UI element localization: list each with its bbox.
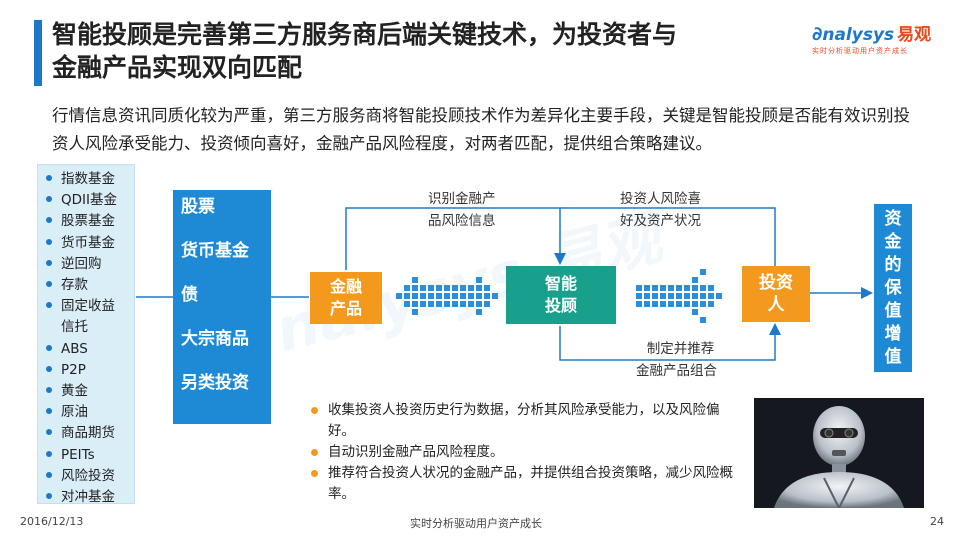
product-list-item: ABS	[38, 339, 134, 360]
footer-date: 2016/12/13	[20, 515, 84, 528]
investor-box: 投资人	[742, 266, 810, 322]
feature-bullets: 收集投资人投资历史行为数据，分析其风险承受能力，以及风险偏好。 自动识别金融产品…	[308, 400, 738, 505]
product-list-item: 信托	[61, 319, 88, 336]
page-title-line-1: 智能投顾是完善第三方服务商后端关键技术，为投资者与	[52, 20, 678, 49]
bullet-dot-icon	[46, 450, 52, 457]
bullet-dot-icon	[46, 344, 52, 351]
bullet-dot-icon	[46, 471, 52, 478]
product-list-item: 黄金	[38, 381, 134, 402]
bullet-dot-icon	[46, 387, 52, 394]
bullet-dot-icon	[46, 196, 52, 203]
product-list-item: 风险投资	[38, 466, 134, 487]
bullet-dot-icon	[311, 407, 318, 414]
fund-value-box: 资金的保值增值	[874, 204, 912, 372]
product-list-item: P2P	[38, 360, 134, 381]
asset-class-item: 另类投资	[181, 373, 249, 393]
product-list-item: 指数基金	[38, 169, 134, 190]
bullet-dot-icon	[311, 449, 318, 456]
asset-class-item: 货币基金	[181, 241, 249, 261]
connector-advisor-to-investor	[559, 323, 781, 361]
product-list-item: 固定收益	[38, 296, 134, 317]
label-investor-preference: 投资人风险喜 好及资产状况	[620, 191, 701, 229]
page-title-line-2: 金融产品实现双向匹配	[52, 53, 303, 82]
product-list-item: 对冲基金	[38, 487, 134, 508]
asset-class-box: 股票 货币基金 债 大宗商品 另类投资	[173, 190, 271, 424]
logo-cn: 易观	[897, 25, 932, 45]
bullet-dot-icon	[311, 470, 318, 477]
robot-image	[754, 398, 924, 508]
dotted-arrow-right	[636, 269, 722, 323]
product-list-item: 股票基金	[38, 211, 134, 232]
logo-mark-icon: ∂	[812, 23, 823, 45]
product-list-item: 逆回购	[38, 254, 134, 275]
dotted-double-arrow-left	[396, 277, 498, 315]
financial-product-label: 金融产品	[329, 277, 362, 318]
label-identify-risk: 识别金融产 品风险信息	[428, 191, 496, 229]
bullet-dot-icon	[46, 259, 52, 266]
logo-subtitle: 实时分析驱动用户资产成长	[812, 47, 908, 55]
product-list-item: 存款	[38, 275, 134, 296]
bullet-dot-icon	[46, 238, 52, 245]
bullet-dot-icon	[46, 175, 52, 181]
investor-label: 投资人	[759, 273, 793, 315]
smart-advisor-box: 智能投顾	[506, 266, 616, 324]
footer-page-number: 24	[930, 515, 944, 528]
connector-product-to-advisor	[345, 207, 566, 270]
product-list-item: PEITs	[38, 445, 134, 466]
bullet-item: 推荐符合投资人状况的金融产品，并提供组合投资策略，减少风险概率。	[308, 463, 738, 505]
label-recommend-portfolio: 制定并推荐 金融产品组合	[636, 341, 717, 379]
title-accent-bar	[34, 20, 42, 86]
robot-illustration	[754, 398, 924, 508]
bullet-dot-icon	[46, 281, 52, 288]
footer-slogan: 实时分析驱动用户资产成长	[410, 517, 542, 530]
product-list-item: QDII基金	[38, 190, 134, 211]
page-title: 智能投顾是完善第三方服务商后端关键技术，为投资者与 金融产品实现双向匹配	[52, 18, 792, 84]
bullet-dot-icon	[46, 217, 52, 224]
fund-value-label: 资金的保值增值	[884, 208, 902, 367]
product-list-item: 商品期货	[38, 423, 134, 444]
bullet-item: 收集投资人投资历史行为数据，分析其风险承受能力，以及风险偏好。	[308, 400, 738, 442]
asset-class-item: 债	[181, 285, 198, 305]
intro-paragraph: 行情信息资讯同质化较为严重，第三方服务商将智能投顾技术作为差异化主要手段，关键是…	[52, 106, 910, 153]
bullet-dot-icon	[46, 493, 52, 500]
bullet-item: 自动识别金融产品风险程度。	[308, 442, 738, 463]
product-list-item: 货币基金	[38, 233, 134, 254]
asset-class-item: 大宗商品	[181, 329, 249, 349]
financial-product-box: 金融产品	[310, 272, 382, 324]
bullet-dot-icon	[46, 365, 52, 372]
bullet-dot-icon	[46, 408, 52, 415]
asset-class-item: 股票	[181, 197, 215, 217]
connector-investor-to-advisor	[560, 207, 776, 266]
bullet-dot-icon	[46, 429, 52, 436]
smart-advisor-label: 智能投顾	[544, 274, 577, 315]
bullet-dot-icon	[46, 302, 52, 309]
logo-text: nalysys	[822, 25, 895, 45]
product-list-item: 原油	[38, 402, 134, 423]
